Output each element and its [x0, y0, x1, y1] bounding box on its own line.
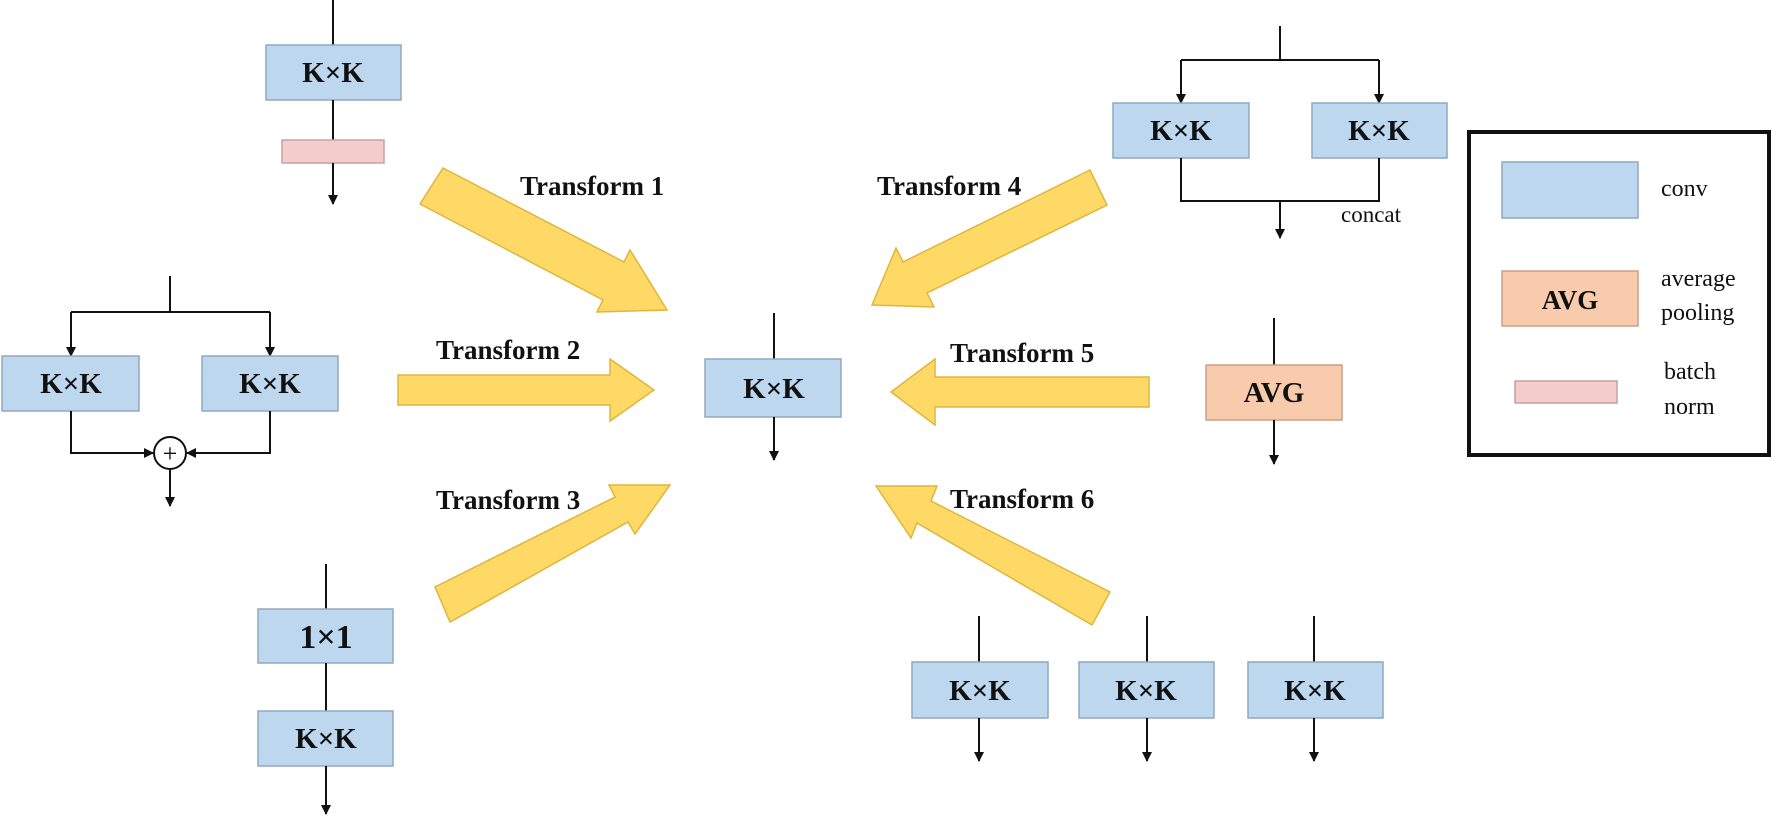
- block5-avg-label: AVG: [1244, 377, 1305, 409]
- block3-convkxk-label: K×K: [295, 723, 357, 755]
- transform3-arrow: [434, 484, 672, 624]
- block3-conv1x1-box: [257, 608, 394, 664]
- legend-conv-swatch: [1501, 161, 1639, 219]
- transform5-arrow: [889, 357, 1150, 427]
- block2-right-conv-box: [201, 355, 339, 412]
- legend-conv-label: conv: [1661, 176, 1708, 202]
- block4-right-conv-label: K×K: [1348, 115, 1410, 147]
- legend-avg-line1: average: [1661, 266, 1736, 292]
- block6-conv1-box: [911, 661, 1049, 719]
- block6-conv3-label: K×K: [1284, 675, 1346, 707]
- block3: 1×1 K×K: [257, 564, 394, 815]
- block6-conv3-box: [1247, 661, 1384, 719]
- block2-left-to-add-arrow: [70, 411, 154, 458]
- legend-avg-swatch: [1501, 270, 1639, 327]
- transform6-arrow: [874, 485, 1112, 627]
- block5: AVG: [1205, 318, 1343, 465]
- block6-conv1-label: K×K: [949, 675, 1011, 707]
- block2-right-conv-label: K×K: [239, 368, 301, 400]
- block4: K×K K×K concat: [1112, 26, 1448, 239]
- legend-bn-line2: norm: [1664, 394, 1715, 420]
- transform2-label: Transform 2: [436, 335, 580, 365]
- transform3-label: Transform 3: [436, 485, 580, 515]
- block3-convkxk-box: [257, 710, 394, 767]
- transform6-label: Transform 6: [950, 484, 1094, 514]
- block5-avg-box: [1205, 364, 1343, 421]
- block1-batchnorm-box: [281, 139, 385, 164]
- legend: conv AVG average pooling batch norm: [1467, 130, 1771, 457]
- block2-right-to-add-arrow: [186, 411, 271, 458]
- block4-merge-line: [1180, 158, 1380, 202]
- transform2-arrow: [397, 357, 656, 423]
- block1: K×K: [265, 0, 402, 205]
- block2-left-conv-label: K×K: [40, 368, 102, 400]
- block3-conv1x1-label: 1×1: [299, 619, 352, 656]
- block6-conv2-box: [1078, 661, 1215, 719]
- transform1-arrow: [418, 167, 669, 313]
- legend-bn-line1: batch: [1664, 359, 1716, 385]
- block2-left-conv-box: [1, 355, 140, 412]
- block1-conv-label: K×K: [302, 57, 364, 89]
- legend-bn-swatch: [1514, 380, 1618, 404]
- legend-avg-box-label: AVG: [1542, 285, 1599, 315]
- transform4-arrow: [870, 168, 1109, 308]
- transform1-label: Transform 1: [520, 171, 664, 201]
- transform5-label: Transform 5: [950, 338, 1094, 368]
- legend-avg-line2: pooling: [1661, 300, 1734, 326]
- block6: K×K K×K K×K: [911, 616, 1384, 762]
- block2: K×K K×K +: [1, 276, 339, 507]
- block6-conv2-label: K×K: [1115, 675, 1177, 707]
- block4-left-conv-box: [1112, 102, 1250, 159]
- block4-concat-label: concat: [1341, 202, 1402, 227]
- center-block: K×K: [704, 313, 842, 461]
- block2-add-symbol: +: [163, 439, 178, 468]
- center-conv-label: K×K: [743, 373, 805, 405]
- transform4-label: Transform 4: [877, 171, 1021, 201]
- block4-right-conv-box: [1311, 102, 1448, 159]
- block4-left-conv-label: K×K: [1150, 115, 1212, 147]
